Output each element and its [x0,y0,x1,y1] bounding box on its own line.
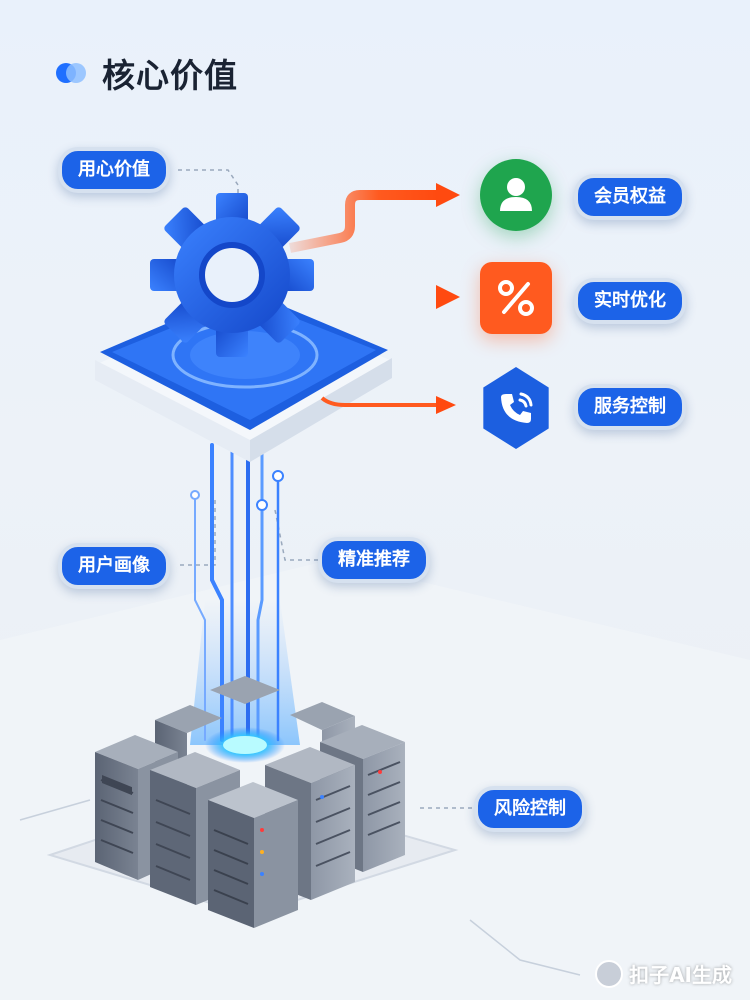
arrow-service [320,396,456,414]
section-header: 核心价值 [56,50,238,96]
connector-user-profile [180,500,216,566]
percent-icon [498,280,534,316]
phone-icon [501,392,533,423]
floor-line [469,919,581,976]
watermark: 扣子AI生成 [595,959,732,988]
user-icon [500,178,532,211]
connector-core-value [178,169,239,205]
server-rack-icon [208,782,298,928]
label-precise-recommend: 精准推荐 [318,537,430,583]
floor-line [19,799,91,821]
arrow-optimize [300,285,460,309]
server-cluster [95,676,405,928]
label-service-control: 服务控制 [574,384,686,430]
watermark-text: 扣子AI生成 [629,963,732,987]
badge-optimize [480,262,552,334]
bubble-icon [56,61,92,85]
arrow-member [289,183,460,253]
label-user-profile: 用户画像 [58,543,170,589]
connector-precise-recommend [274,509,318,561]
label-core-value: 用心价值 [58,147,170,193]
label-realtime-optimize: 实时优化 [574,278,686,324]
label-member-benefits: 会员权益 [574,174,686,220]
light-beam [190,600,300,745]
gear-icon [150,193,314,357]
badge-member [480,159,552,231]
label-risk-control: 风险控制 [474,786,586,832]
page-title: 核心价值 [102,56,238,95]
brand-icon [595,959,624,988]
